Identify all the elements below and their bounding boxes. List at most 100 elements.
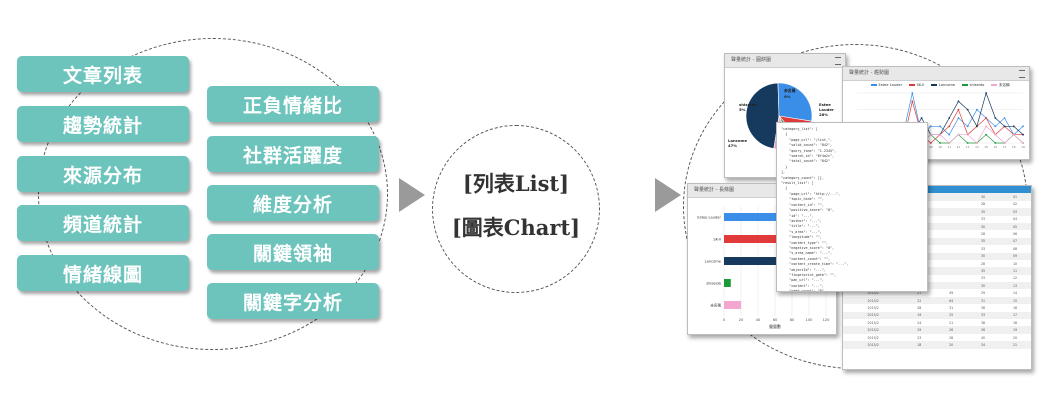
pie-label-pct: 9% [784,94,791,99]
table-cell [935,200,968,209]
table-header-cell [999,186,1031,194]
pill-dimension-analysis[interactable]: 維度分析 [207,185,379,221]
menu-icon[interactable] [1019,70,1025,78]
pill-trend-stats[interactable]: 趨勢統計 [17,106,189,142]
table-cell: 2015/2 [843,289,904,297]
bar [724,257,788,265]
table-cell: 28 [935,333,968,342]
legend-label: shiseido [969,83,985,87]
table-cell [935,237,968,246]
table-cell: 23 [903,333,936,342]
table-cell: 12 [999,274,1031,283]
table-cell: 07 [999,237,1031,246]
pie-slice [745,82,780,149]
legend-swatch [871,84,877,86]
table-cell: 06 [999,230,1031,238]
pie-label-unnamed: 未名稱 9% [784,88,795,99]
line-tick-label: 12 [957,145,961,149]
table-cell: 05 [999,222,1031,231]
menu-icon[interactable] [835,57,841,65]
table-cell: 04 [999,215,1031,223]
table-cell: 21 [999,341,1031,349]
legend-label: Estee Lauder [878,83,903,87]
table-cell: 38 [967,319,1000,327]
line-tick-label: 16 [994,145,998,149]
pill-channel-stats[interactable]: 頻道統計 [17,205,189,241]
table-cell: 33 [967,215,1000,223]
table-cell: 34 [967,341,1000,349]
pill-sentiment-ratio[interactable]: 正負情緒比 [207,86,379,122]
pie-label-pct: 28% [819,112,829,117]
line-point [994,142,997,144]
table-cell: 36 [967,326,1000,334]
pill-keyword-analysis[interactable]: 關鍵字分析 [207,283,379,319]
table-cell: 21 [935,319,968,327]
table-cell: 33 [967,245,1000,253]
table-cell: 16 [999,304,1031,312]
table-cell: 03 [999,208,1031,216]
line-point [966,142,969,144]
center-dashed-circle [432,125,600,293]
line-point [1022,133,1024,136]
legend-label: Lancome [938,83,956,87]
bar-tick-label: 120 [823,318,831,322]
line-tick-label: 14 [975,145,979,149]
panel-title: 聲量統計 - 趨勢圖 [843,67,1029,81]
legend-swatch [931,84,938,86]
pill-label: 正負情緒比 [242,94,343,117]
pie-label-name: Lancome [728,138,748,143]
line-point [939,142,941,144]
line-point [1003,117,1006,119]
table-cell: 09 [999,252,1031,260]
panel-title: 聲量統計 - 圓餅圖 [725,54,845,68]
line-point [957,100,960,103]
line-point [994,117,997,119]
legend-swatch [962,84,969,86]
table-cell: 2015/2 [843,326,904,334]
table-cell: 17 [999,311,1031,320]
bar-category-label: Lancome [705,260,722,264]
pie-slice [777,82,813,122]
pill-key-leader[interactable]: 關鍵領袖 [207,234,379,270]
line-point [1022,142,1024,144]
legend-label: SK-II [916,83,925,87]
table-cell: 35 [967,208,1000,216]
line-tick-label: 10 [938,145,942,149]
table-cell: 40 [967,333,1000,342]
legend-item: Lancome [931,83,955,87]
pill-label: 維度分析 [252,193,333,216]
table-cell: 22 [903,296,936,305]
pie-label-name: 未名稱 [784,88,796,93]
table-cell: 11 [999,267,1031,275]
table-cell: 2015/2 [843,311,904,320]
table-cell: 31 [935,304,968,312]
pill-source-distribution[interactable]: 來源分布 [17,156,189,192]
pie-label-estee: Estee Lauder 28% [819,102,845,117]
bar-category-label: shiseido [706,282,721,286]
table-cell: 18 [903,341,936,349]
line-point [948,133,951,136]
table-cell: 08 [999,245,1031,253]
table-cell: 15 [999,296,1031,305]
bar-tick-label: 40 [756,318,761,322]
table-cell: 25 [935,311,968,320]
table-cell: 29 [967,289,1000,297]
pill-label: 趨勢統計 [62,114,143,137]
pill-article-list[interactable]: 文章列表 [17,56,189,92]
table-cell [935,274,968,283]
table-cell: 30 [967,252,1000,260]
table-cell [935,245,968,253]
legend-item: SK-II [909,83,924,87]
table-cell [935,208,968,216]
table-cell: 13 [999,282,1031,290]
line-tick-label: 15 [984,145,988,149]
pill-social-activity[interactable]: 社群活躍度 [207,136,379,172]
pill-sentiment-line[interactable]: 情緒線圖 [17,255,189,291]
line-tick-label: 18 [1012,145,1016,149]
line-point [929,133,932,136]
pie-label-pct: 5% [739,107,746,112]
